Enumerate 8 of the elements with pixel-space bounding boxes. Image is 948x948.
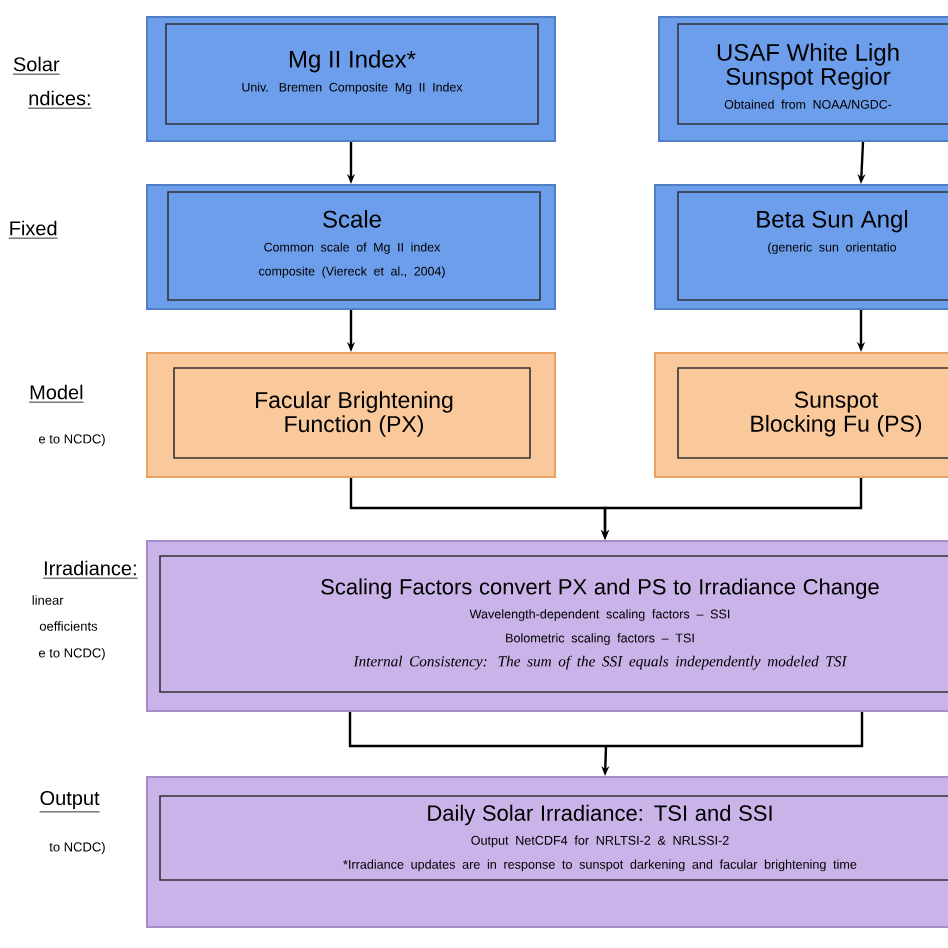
section-heading: Fixed — [8, 220, 58, 239]
section-heading: Model — [28, 384, 84, 403]
section-heading: ndices: — [27, 90, 92, 109]
section-heading: Irradiance: — [42, 560, 138, 579]
section-heading: Output — [39, 790, 100, 813]
process-box: Sunspot Blocking Fu (PS) — [654, 352, 948, 478]
section-heading: Solar — [12, 56, 60, 75]
process-box: Facular Brightening Function (PX) — [146, 352, 556, 478]
